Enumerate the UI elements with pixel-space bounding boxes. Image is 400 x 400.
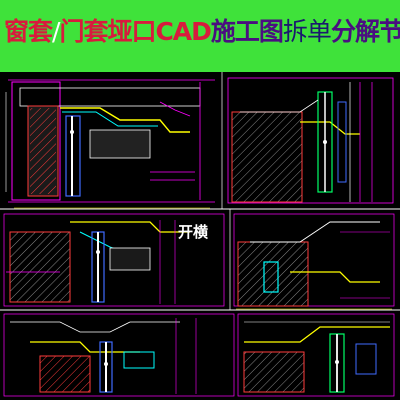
detail-top-right xyxy=(227,77,394,204)
title-part-detail: 分解节点大样深化 xyxy=(330,17,400,46)
detail-top-left xyxy=(5,79,215,203)
kaiheng-label: 开横 xyxy=(178,223,209,241)
banner-title: 窗套/门套垭口CAD施工图拆单分解节点大样深化 xyxy=(4,16,400,48)
cad-drawing-area: 开横 xyxy=(0,72,400,400)
title-part-construction: 施工图 xyxy=(210,17,284,46)
title-separator: / xyxy=(52,17,61,46)
title-part-window-trim: 窗套 xyxy=(4,17,53,46)
title-banner: 窗套/门套垭口CAD施工图拆单分解节点大样深化 xyxy=(0,0,400,72)
detail-middle-left xyxy=(3,213,225,307)
dimension-marks xyxy=(14,130,392,366)
detail-bottom-left xyxy=(3,313,235,397)
title-part-door-trim: 门套垭口CAD xyxy=(59,17,211,46)
detail-bottom-right xyxy=(237,313,395,397)
detail-middle-right xyxy=(233,213,395,307)
cad-detail-drawing: 开横 xyxy=(0,72,400,400)
title-part-split-order: 拆单 xyxy=(282,18,332,46)
